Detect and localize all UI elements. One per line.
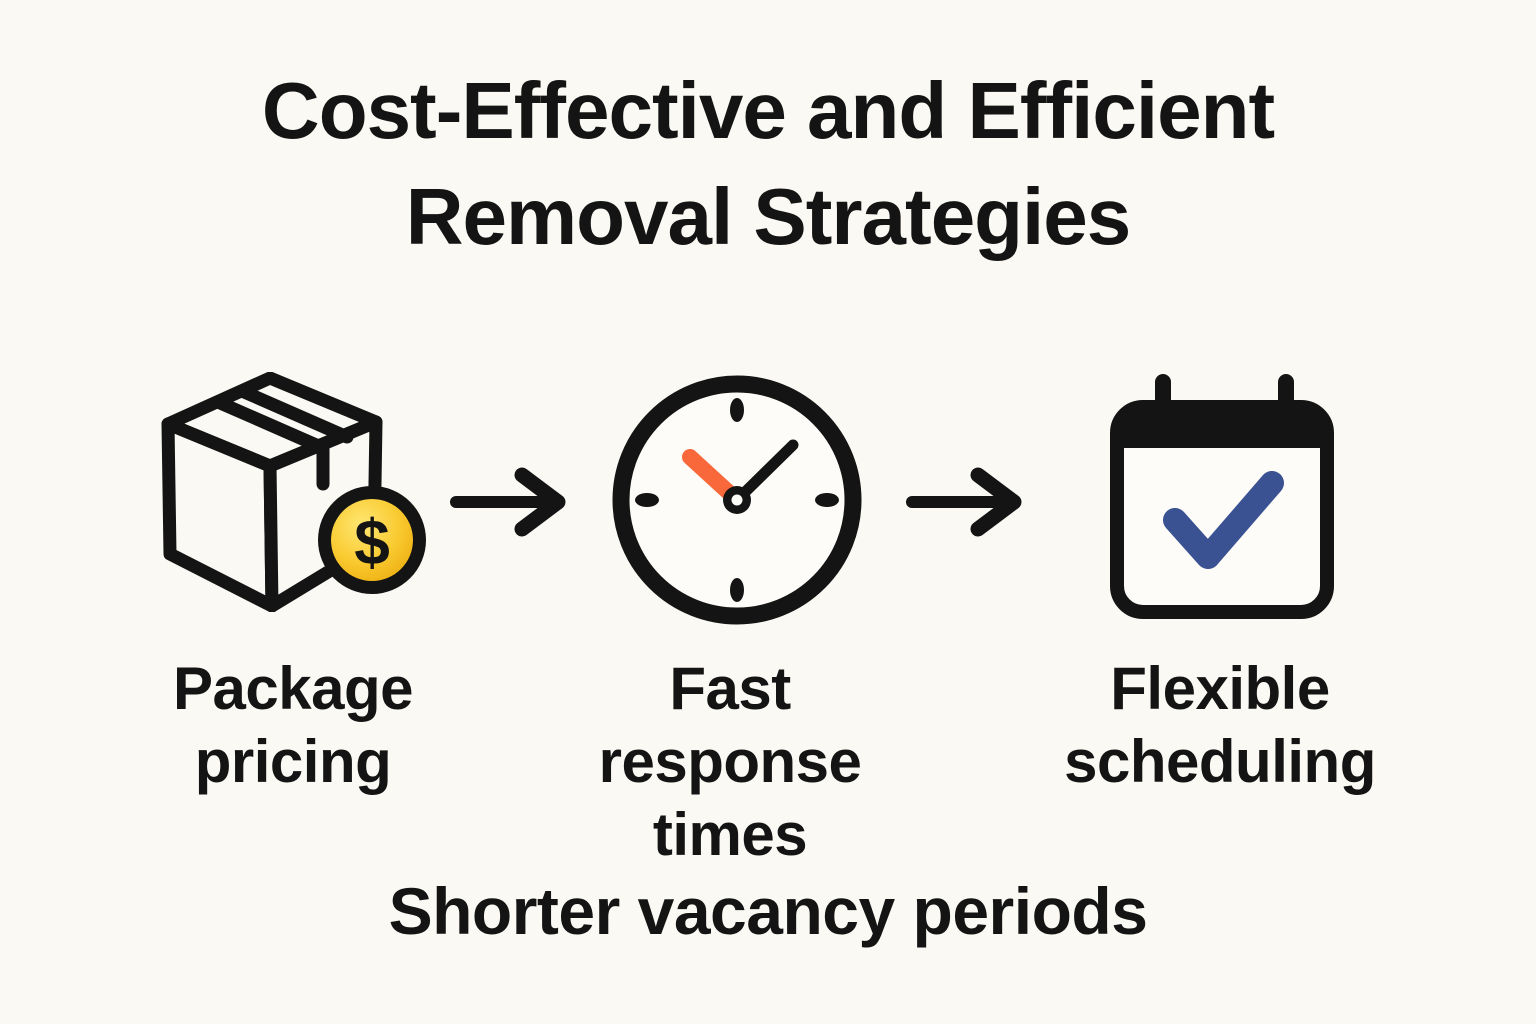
page-title: Cost-Effective and Efficient Removal Str… [261,66,1275,261]
dollar-sign: $ [354,506,390,578]
package-dollar-icon: $ [161,372,426,612]
clock-icon [612,375,862,625]
coin-face [331,499,413,581]
step-label-fast-response-times: Fast response times [598,655,862,869]
step-label-flexible-scheduling: Flexible scheduling [1064,655,1376,796]
right-arrow-icon [450,467,566,537]
calendar-check-icon [1110,374,1334,619]
checkmark [1163,471,1284,569]
step-label-package-pricing: Package pricing [172,655,414,796]
calendar-header [1117,407,1327,448]
right-arrow-icon [906,467,1022,537]
footer-text: Shorter vacancy periods [388,874,1148,948]
